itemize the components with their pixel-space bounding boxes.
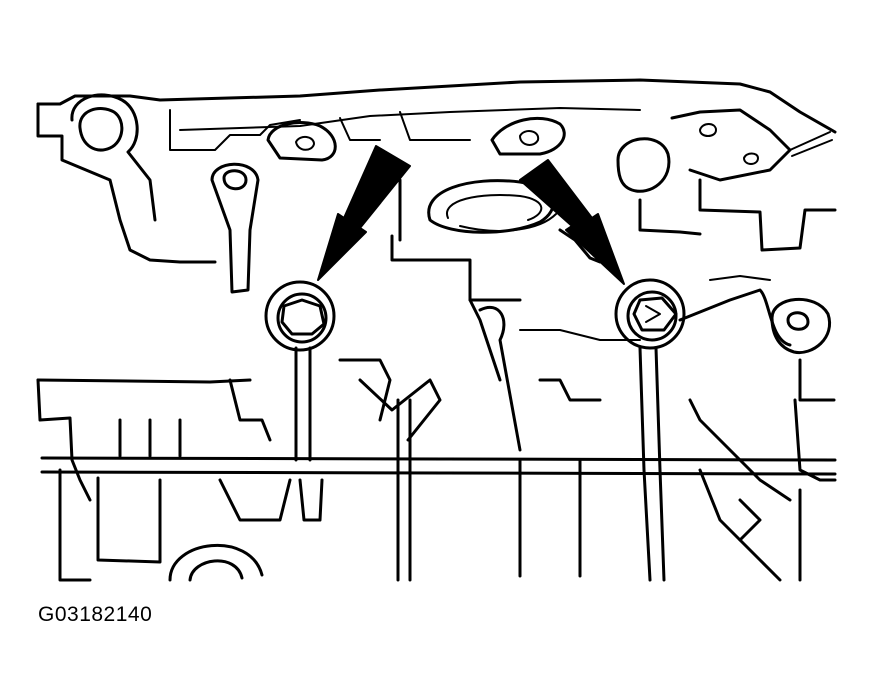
upper-left-boss xyxy=(70,93,157,222)
bottom-left-boss xyxy=(168,543,264,582)
upper-right-boss xyxy=(616,108,837,252)
figure-code: G03182140 xyxy=(38,603,153,626)
left-post xyxy=(210,162,260,294)
housing-outline xyxy=(36,78,837,384)
internal-ribs xyxy=(390,178,702,452)
lower-housing xyxy=(36,358,837,582)
right-side-boss xyxy=(678,275,836,402)
arrow-left xyxy=(317,145,411,281)
mounting-tabs xyxy=(266,116,566,162)
right-bolt xyxy=(614,278,686,582)
arrow-right xyxy=(519,159,625,285)
left-bolt xyxy=(264,280,336,462)
